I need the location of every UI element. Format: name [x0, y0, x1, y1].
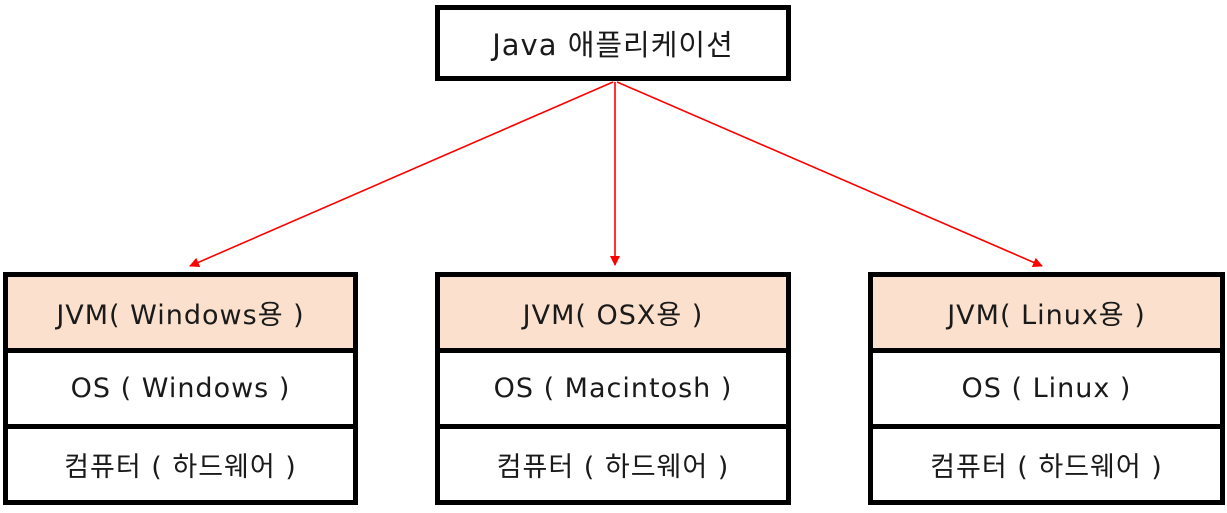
hardware-box-linux: 컴퓨터 ( 하드웨어 ) — [873, 429, 1220, 500]
windows-stack: JVM( Windows용 ) OS ( Windows ) 컴퓨터 ( 하드웨… — [3, 272, 358, 505]
os-macintosh-box: OS ( Macintosh ) — [440, 353, 786, 429]
jvm-linux-label: JVM( Linux용 ) — [947, 300, 1146, 331]
osx-stack: JVM( OSX용 ) OS ( Macintosh ) 컴퓨터 ( 하드웨어 … — [435, 272, 791, 505]
os-linux-label: OS ( Linux ) — [961, 373, 1132, 404]
jvm-linux-box: JVM( Linux용 ) — [873, 277, 1220, 353]
os-linux-box: OS ( Linux ) — [873, 353, 1220, 429]
hardware-box-osx: 컴퓨터 ( 하드웨어 ) — [440, 429, 786, 500]
jvm-windows-label: JVM( Windows용 ) — [56, 300, 305, 331]
hardware-label-windows: 컴퓨터 ( 하드웨어 ) — [64, 452, 297, 483]
hardware-label-linux: 컴퓨터 ( 하드웨어 ) — [930, 452, 1163, 483]
arrow-to-windows-stack — [189, 81, 614, 267]
jvm-osx-box: JVM( OSX용 ) — [440, 277, 786, 353]
os-windows-box: OS ( Windows ) — [8, 353, 353, 429]
jvm-osx-label: JVM( OSX용 ) — [522, 300, 704, 331]
linux-stack: JVM( Linux용 ) OS ( Linux ) 컴퓨터 ( 하드웨어 ) — [868, 272, 1225, 505]
hardware-box-windows: 컴퓨터 ( 하드웨어 ) — [8, 429, 353, 500]
java-application-label: Java 애플리케이션 — [492, 28, 734, 62]
os-macintosh-label: OS ( Macintosh ) — [493, 373, 733, 404]
jvm-windows-box: JVM( Windows용 ) — [8, 277, 353, 353]
os-windows-label: OS ( Windows ) — [70, 373, 291, 404]
java-application-box: Java 애플리케이션 — [435, 5, 791, 81]
hardware-label-osx: 컴퓨터 ( 하드웨어 ) — [496, 452, 730, 483]
arrow-to-linux-stack — [616, 81, 1043, 268]
